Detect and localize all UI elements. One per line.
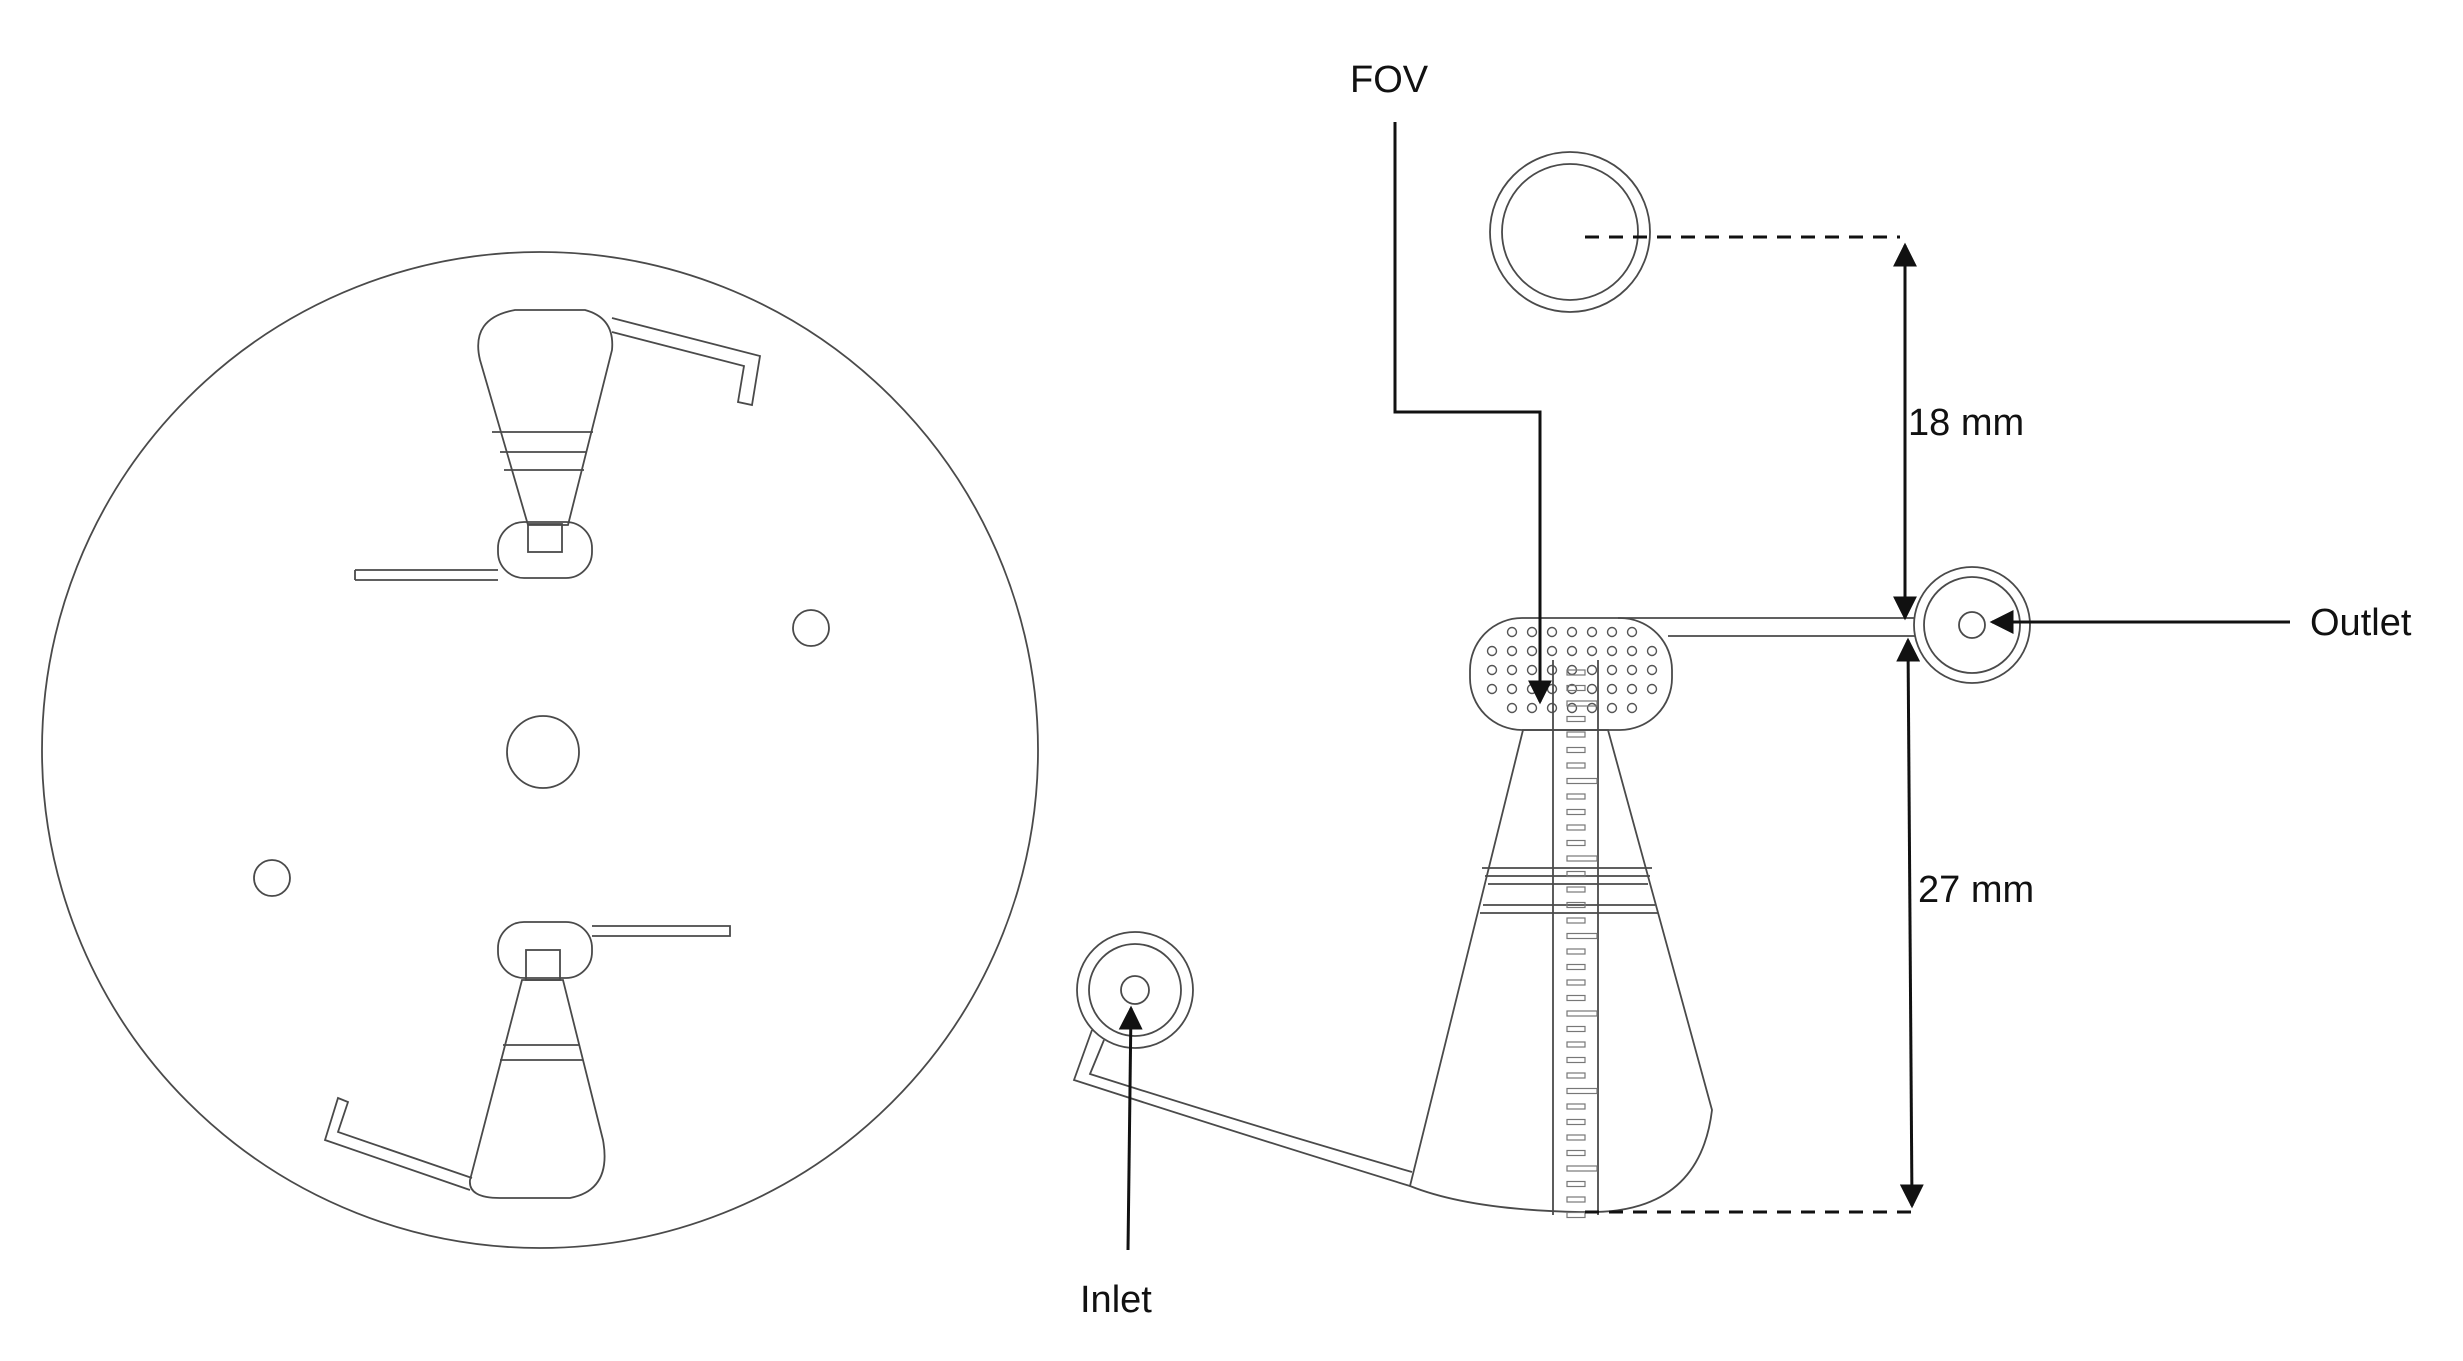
mesh-dot <box>1606 645 1618 657</box>
mesh-dot <box>1506 702 1518 714</box>
scale-tick <box>1566 684 1586 692</box>
mesh-dot <box>1546 626 1558 638</box>
mesh-dot <box>1606 683 1618 695</box>
mesh-dot <box>1646 664 1658 676</box>
mesh-dot <box>1546 683 1558 695</box>
upper-chamber <box>354 309 762 581</box>
mesh-dot <box>1546 702 1558 714</box>
scale-tick <box>1566 746 1586 754</box>
chamber-detail <box>1072 122 2290 1251</box>
mesh-dot <box>1586 645 1598 657</box>
scale-tick <box>1566 1025 1586 1033</box>
scale-tick <box>1566 793 1586 800</box>
outlet-label: Outlet <box>2310 602 2412 644</box>
scale-tick <box>1566 1196 1586 1203</box>
scale-tick <box>1566 948 1586 955</box>
inlet-leader <box>1118 1005 1143 1251</box>
mesh-dot <box>1626 664 1638 676</box>
mesh-dot <box>1626 626 1638 638</box>
scale-tick <box>1566 994 1586 1002</box>
scale-tick <box>1566 839 1586 847</box>
scale-tick <box>1566 777 1598 785</box>
scale-tick <box>1566 700 1598 707</box>
scale-tick <box>1566 1072 1586 1079</box>
mesh-dot <box>1586 626 1598 638</box>
dim-arrow-lower <box>1896 637 1924 1209</box>
inlet-label: Inlet <box>1080 1279 1152 1321</box>
fov-label: FOV <box>1350 59 1429 101</box>
mesh-dot <box>1526 664 1538 676</box>
mesh-dot <box>1546 645 1558 657</box>
dimension-upper-label: 18 mm <box>1908 402 2024 444</box>
mesh-dot <box>1566 645 1578 657</box>
dimension-lower-label: 27 mm <box>1918 869 2034 911</box>
mesh-dot <box>1606 664 1618 676</box>
mesh-dot <box>1526 626 1538 638</box>
scale-tick <box>1566 1134 1586 1141</box>
mesh-dot <box>1486 683 1498 695</box>
mesh-dot <box>1506 626 1518 638</box>
inlet-port <box>1076 931 1194 1049</box>
scale-tick <box>1566 917 1586 924</box>
inlet-channel <box>1072 1029 1413 1187</box>
mesh-dot <box>1626 645 1638 657</box>
mesh-dot <box>1486 664 1498 676</box>
mesh-dot <box>1566 626 1578 638</box>
mesh-dot <box>1526 645 1538 657</box>
scale-tick <box>1566 1056 1586 1064</box>
fov-region <box>1469 617 1673 731</box>
mesh-dot <box>1646 645 1658 657</box>
mesh-dot <box>1606 626 1618 638</box>
mesh-dot <box>1526 702 1538 714</box>
scale-tick <box>1566 715 1586 723</box>
scale-tick <box>1566 901 1586 909</box>
scale-tick <box>1566 1087 1598 1095</box>
mesh-dot <box>1506 645 1518 657</box>
scale-tick <box>1566 886 1586 893</box>
mesh-dot <box>1646 683 1658 695</box>
scale-tick <box>1566 979 1586 986</box>
disc-outline <box>41 251 1039 1249</box>
scale-tick <box>1566 1180 1586 1188</box>
scale-tick <box>1566 762 1586 769</box>
reference-port <box>1489 151 1651 313</box>
scale-tick <box>1566 1118 1586 1126</box>
scale-tick <box>1566 808 1586 816</box>
scale-tick <box>1566 870 1586 878</box>
scale-tick <box>1566 963 1586 971</box>
scale-tick <box>1566 731 1586 738</box>
lower-chamber <box>323 921 731 1199</box>
scale-tick <box>1566 1041 1586 1048</box>
mesh-dot <box>1566 702 1578 714</box>
scale-tick <box>1566 824 1586 831</box>
fov-leader <box>1393 122 1552 705</box>
mesh-dot <box>1506 683 1518 695</box>
scale-tick <box>1566 1165 1598 1172</box>
alignment-hole-left <box>253 859 291 897</box>
outlet-port <box>1913 566 2031 684</box>
mesh-dot <box>1546 664 1558 676</box>
scale-tick <box>1566 1103 1586 1110</box>
scale-tick <box>1566 855 1598 862</box>
alignment-hole-right <box>792 609 830 647</box>
scale-tick <box>1566 1149 1586 1157</box>
scale-tick <box>1566 1010 1598 1017</box>
mesh-dot <box>1506 664 1518 676</box>
center-hole <box>506 715 580 789</box>
mesh-dot <box>1586 664 1598 676</box>
mesh-dot <box>1586 702 1598 714</box>
mesh-dot <box>1526 683 1538 695</box>
mesh-dot <box>1606 702 1618 714</box>
disc-overview <box>41 251 1039 1249</box>
mesh-dot <box>1626 702 1638 714</box>
scale-tick <box>1566 669 1586 676</box>
mesh-dot <box>1626 683 1638 695</box>
mesh-dot <box>1586 683 1598 695</box>
scale-tick <box>1566 1211 1586 1219</box>
funnel-chamber <box>1408 660 1713 1219</box>
mesh-dot <box>1486 645 1498 657</box>
scale-tick <box>1566 932 1598 940</box>
